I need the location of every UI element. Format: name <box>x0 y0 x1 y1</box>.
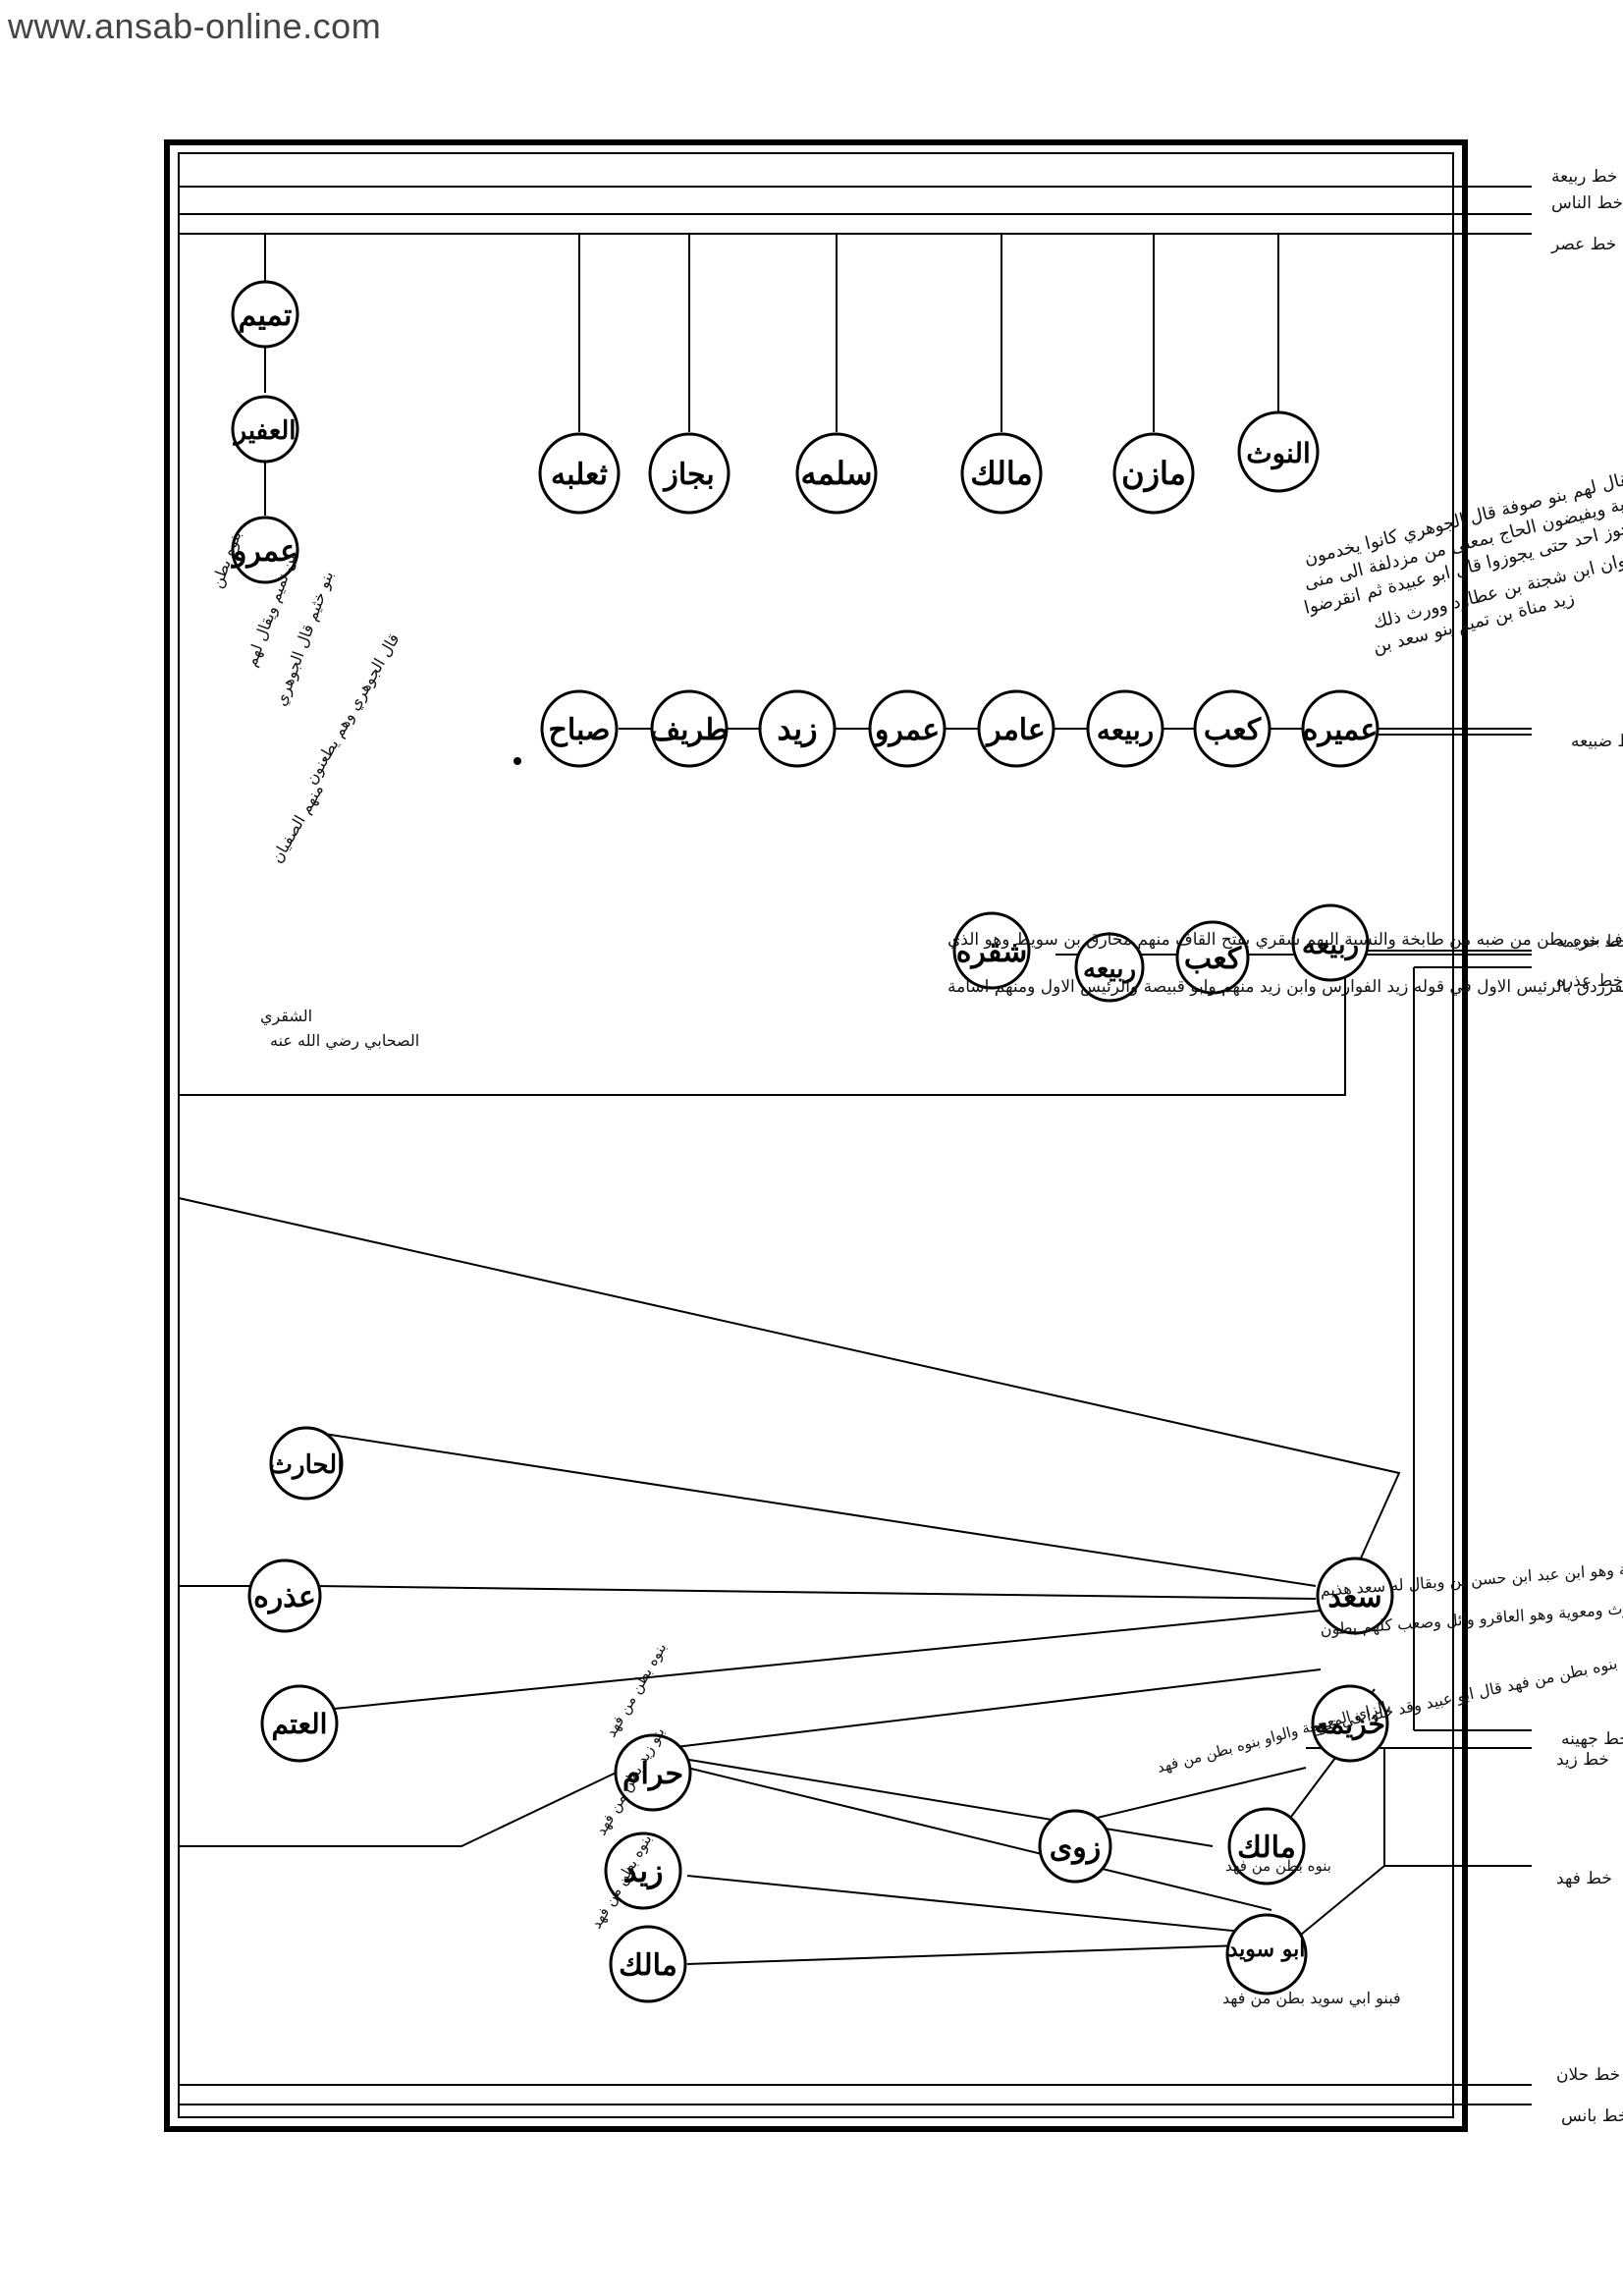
node-ufayr: العفير <box>231 395 299 464</box>
svg-text:حرام: حرام <box>622 1757 683 1791</box>
svg-text:عذره: عذره <box>253 1580 316 1614</box>
node-zawi: زوى <box>1038 1809 1112 1884</box>
svg-text:ابو سويد: ابو سويد <box>1228 1937 1306 1962</box>
svg-text:مازن: مازن <box>1121 455 1186 493</box>
svg-text:زيد: زيد <box>777 710 817 748</box>
node-haram: حرام <box>614 1733 692 1812</box>
margin-label-zayd: خط زيد <box>1556 1750 1609 1770</box>
node-malik-top: مالك <box>960 432 1043 515</box>
watermark-url: www.ansab-online.com <box>8 6 382 46</box>
node-tarif: طريف <box>650 689 729 768</box>
margin-label-juhaynah: خط جهينه <box>1561 1729 1623 1749</box>
svg-text:عميره: عميره <box>1303 713 1379 747</box>
page-frame <box>164 139 1468 2132</box>
margin-label-dabiah: خط ضبيعه <box>1571 732 1623 751</box>
svg-text:مالك: مالك <box>619 1948 677 1983</box>
svg-text:النوث: النوث <box>1246 437 1311 470</box>
node-amir: عامر <box>977 689 1055 768</box>
shaqrah-note-2: عنى الفرزدق بالرئيس الاول في قوله زيد ال… <box>947 977 1623 997</box>
svg-text:تميم: تميم <box>239 299 293 333</box>
svg-text:عمرو: عمرو <box>873 713 940 747</box>
haram-label: بنوه بطن من فهد <box>602 1640 671 1740</box>
svg-text:خزيمه: خزيمه <box>1315 1708 1385 1741</box>
node-thalabah: ثعلبه <box>538 432 621 515</box>
node-alnawth: النوث <box>1237 410 1320 493</box>
svg-text:ربيعه: ربيعه <box>1302 928 1359 961</box>
margin-label-qanis: خط بانس <box>1561 2106 1623 2126</box>
svg-text:كعب: كعب <box>1204 713 1262 747</box>
amr-note-4: منهم الصفيان <box>267 781 327 866</box>
svg-text:طريف: طريف <box>650 713 729 747</box>
svg-text:العتم: العتم <box>272 1708 328 1741</box>
node-harith: الحارث <box>269 1426 345 1501</box>
svg-text:زيد: زيد <box>622 1852 663 1890</box>
margin-label-asr: خط عصر <box>1550 235 1616 254</box>
svg-text:العفير: العفير <box>232 416 296 446</box>
node-shaqrah: شقره <box>952 911 1031 990</box>
node-tamim: تميم <box>231 280 299 349</box>
svg-text:مالك: مالك <box>970 455 1033 492</box>
node-zayd-mid: زيد <box>758 689 837 768</box>
abu-suwayd-label: فبنو ابي سويد بطن من فهد <box>1222 1989 1401 2007</box>
node-zayd-low: زيد <box>604 1831 682 1910</box>
svg-text:ربيعه: ربيعه <box>1083 955 1136 984</box>
svg-text:زوى: زوى <box>1050 1831 1101 1865</box>
node-bajaz: بجاز <box>648 432 730 515</box>
node-mazin: مازن <box>1112 432 1195 515</box>
svg-text:شقره: شقره <box>956 935 1028 969</box>
node-udhrah: عذره <box>247 1558 322 1633</box>
node-malik-right: مالك <box>1227 1807 1306 1886</box>
malik-right-label: بنوه بطن من فهد <box>1225 1857 1331 1875</box>
node-abu-suwayd: ابو سويد <box>1225 1913 1308 1995</box>
node-kab-low: كعب <box>1175 920 1250 995</box>
svg-text:بجاز: بجاز <box>662 458 714 492</box>
margin-label-halan: خط حلان <box>1556 2065 1620 2085</box>
node-amr-mid: عمرو <box>868 689 947 768</box>
amr-note-5: قال الجوهري وهم يطعنون <box>301 630 403 788</box>
node-salamah: سلمه <box>795 432 878 515</box>
margin-label-rabiah: خط ربيعة <box>1551 167 1617 187</box>
svg-text:سلمه: سلمه <box>800 455 872 492</box>
node-amr-top: عمرو <box>231 516 299 584</box>
svg-text:الحارث: الحارث <box>269 1450 345 1480</box>
node-atm: العتم <box>260 1684 339 1763</box>
svg-text:صباح: صباح <box>548 713 610 747</box>
margin-label-khuzaymah: خط خزيمه <box>1556 932 1623 952</box>
lower-connectors <box>178 1197 1401 1965</box>
node-rabiah-mid: ربيعه <box>1086 689 1164 768</box>
svg-text:عمرو: عمرو <box>231 534 298 569</box>
node-sabah: صباح <box>540 689 619 768</box>
svg-text:مالك: مالك <box>1237 1831 1296 1865</box>
node-malik-low: مالك <box>609 1925 687 2003</box>
margin-label-wadrah: خط عذره <box>1556 971 1623 991</box>
shaqrah-note-4: الصحابي رضي الله عنه <box>270 1031 419 1050</box>
shaqrah-note-3: الشقري <box>260 1007 312 1025</box>
node-khuzaymah: خزيمه <box>1311 1684 1389 1763</box>
svg-text:ربيعه: ربيعه <box>1097 714 1154 747</box>
ink-dot <box>514 757 521 765</box>
svg-text:ثعلبه: ثعلبه <box>551 458 608 492</box>
node-rabiah-low: ربيعه <box>1074 932 1145 1003</box>
svg-text:كعب: كعب <box>1184 942 1242 976</box>
shaqrah-note-1: بكسر القاف بنوه بطن من ضبه من طابخة والن… <box>947 930 1623 950</box>
margin-label-nas: خط الناس <box>1551 193 1623 213</box>
margin-labels: خط ربيعة خط الناس خط عصر خط ضبيعه خط خزي… <box>1550 167 1623 2126</box>
margin-label-fahd: خط فهد <box>1556 1869 1612 1888</box>
node-rabiah-right: ربيعه <box>1291 903 1370 982</box>
node-sad: سعد <box>1316 1557 1394 1635</box>
node-kab-mid: كعب <box>1193 689 1271 768</box>
svg-text:عامر: عامر <box>985 713 1046 747</box>
svg-text:سعد: سعد <box>1327 1580 1381 1614</box>
node-umayrah: عميره <box>1301 689 1380 768</box>
